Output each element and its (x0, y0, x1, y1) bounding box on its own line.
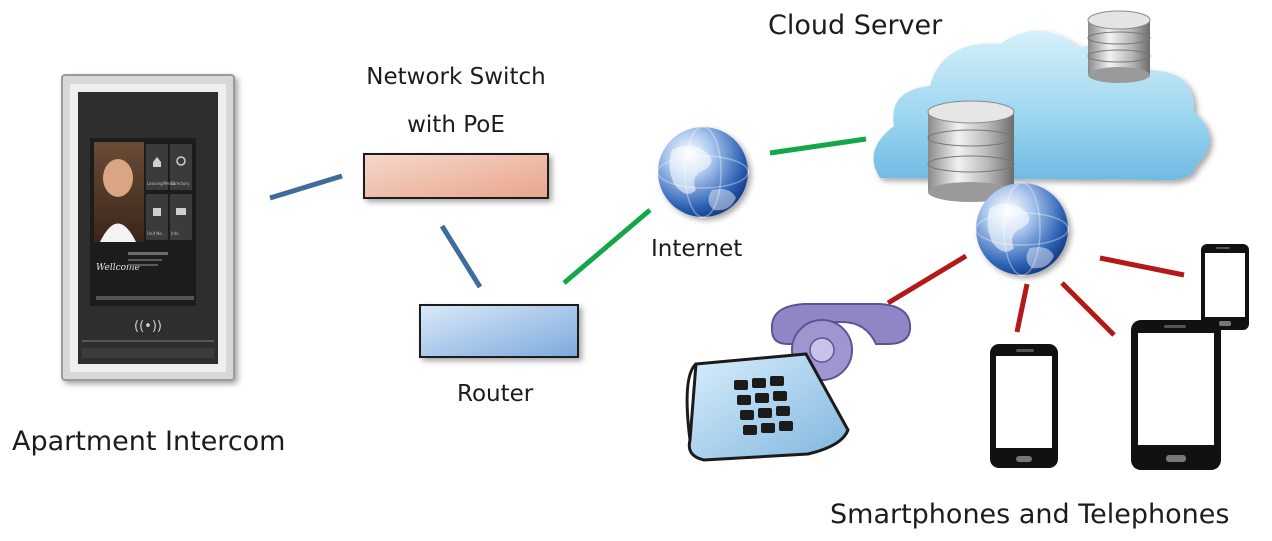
database-icon-main (927, 100, 1015, 202)
telephone-keypad (734, 376, 793, 435)
tile-label-1: Leaving/Menu (147, 181, 175, 186)
cloud-server-icon (873, 10, 1210, 202)
network-switch-box (363, 153, 549, 199)
connections (269, 136, 1185, 337)
home-icon (153, 157, 161, 167)
smartphones-telephones-label: Smartphones and Telephones (830, 499, 1230, 530)
smartphone-icon-far (1201, 244, 1249, 330)
rfid-icon: ((•)) (134, 319, 162, 334)
link-cloud-tablet (1060, 281, 1116, 337)
link-cloud-telephone (886, 253, 968, 306)
database-icon-top (1087, 10, 1151, 83)
network-switch-label-line1: Network Switch (366, 64, 546, 90)
grid-icon (153, 208, 161, 216)
link-switch-router (439, 224, 483, 289)
cloud-shape (873, 30, 1210, 181)
link-cloud-smartphone-far (1099, 255, 1185, 278)
intercom-welcome-text: Wellcome (96, 263, 140, 273)
tablet-icon (1131, 320, 1221, 470)
apartment-intercom-device: Leaving/Menu Directory Unit No. Info Wel… (61, 74, 235, 381)
tile-label-4: Info (171, 231, 179, 236)
tile-label-2: Directory (171, 181, 190, 186)
internet-label: Internet (651, 236, 743, 262)
link-router-internet (562, 208, 652, 285)
router-label: Router (457, 381, 534, 407)
cloud-globe-icon (975, 182, 1069, 276)
link-cloud-smartphone-small (1014, 283, 1030, 333)
tile-label-3: Unit No. (147, 231, 163, 236)
internet-globe-icon (657, 126, 749, 218)
search-icon (176, 156, 186, 166)
link-internet-cloud (769, 136, 867, 156)
apartment-intercom-label: Apartment Intercom (12, 426, 286, 457)
card-icon (176, 208, 186, 215)
link-intercom-switch (269, 173, 343, 201)
intercom-screen-tiles (146, 144, 192, 240)
desk-telephone-icon (685, 303, 912, 462)
cloud-server-label: Cloud Server (768, 10, 943, 41)
network-switch-label-line2: with PoE (407, 112, 505, 138)
smartphone-icon-small (990, 344, 1058, 468)
router-box (419, 304, 579, 358)
